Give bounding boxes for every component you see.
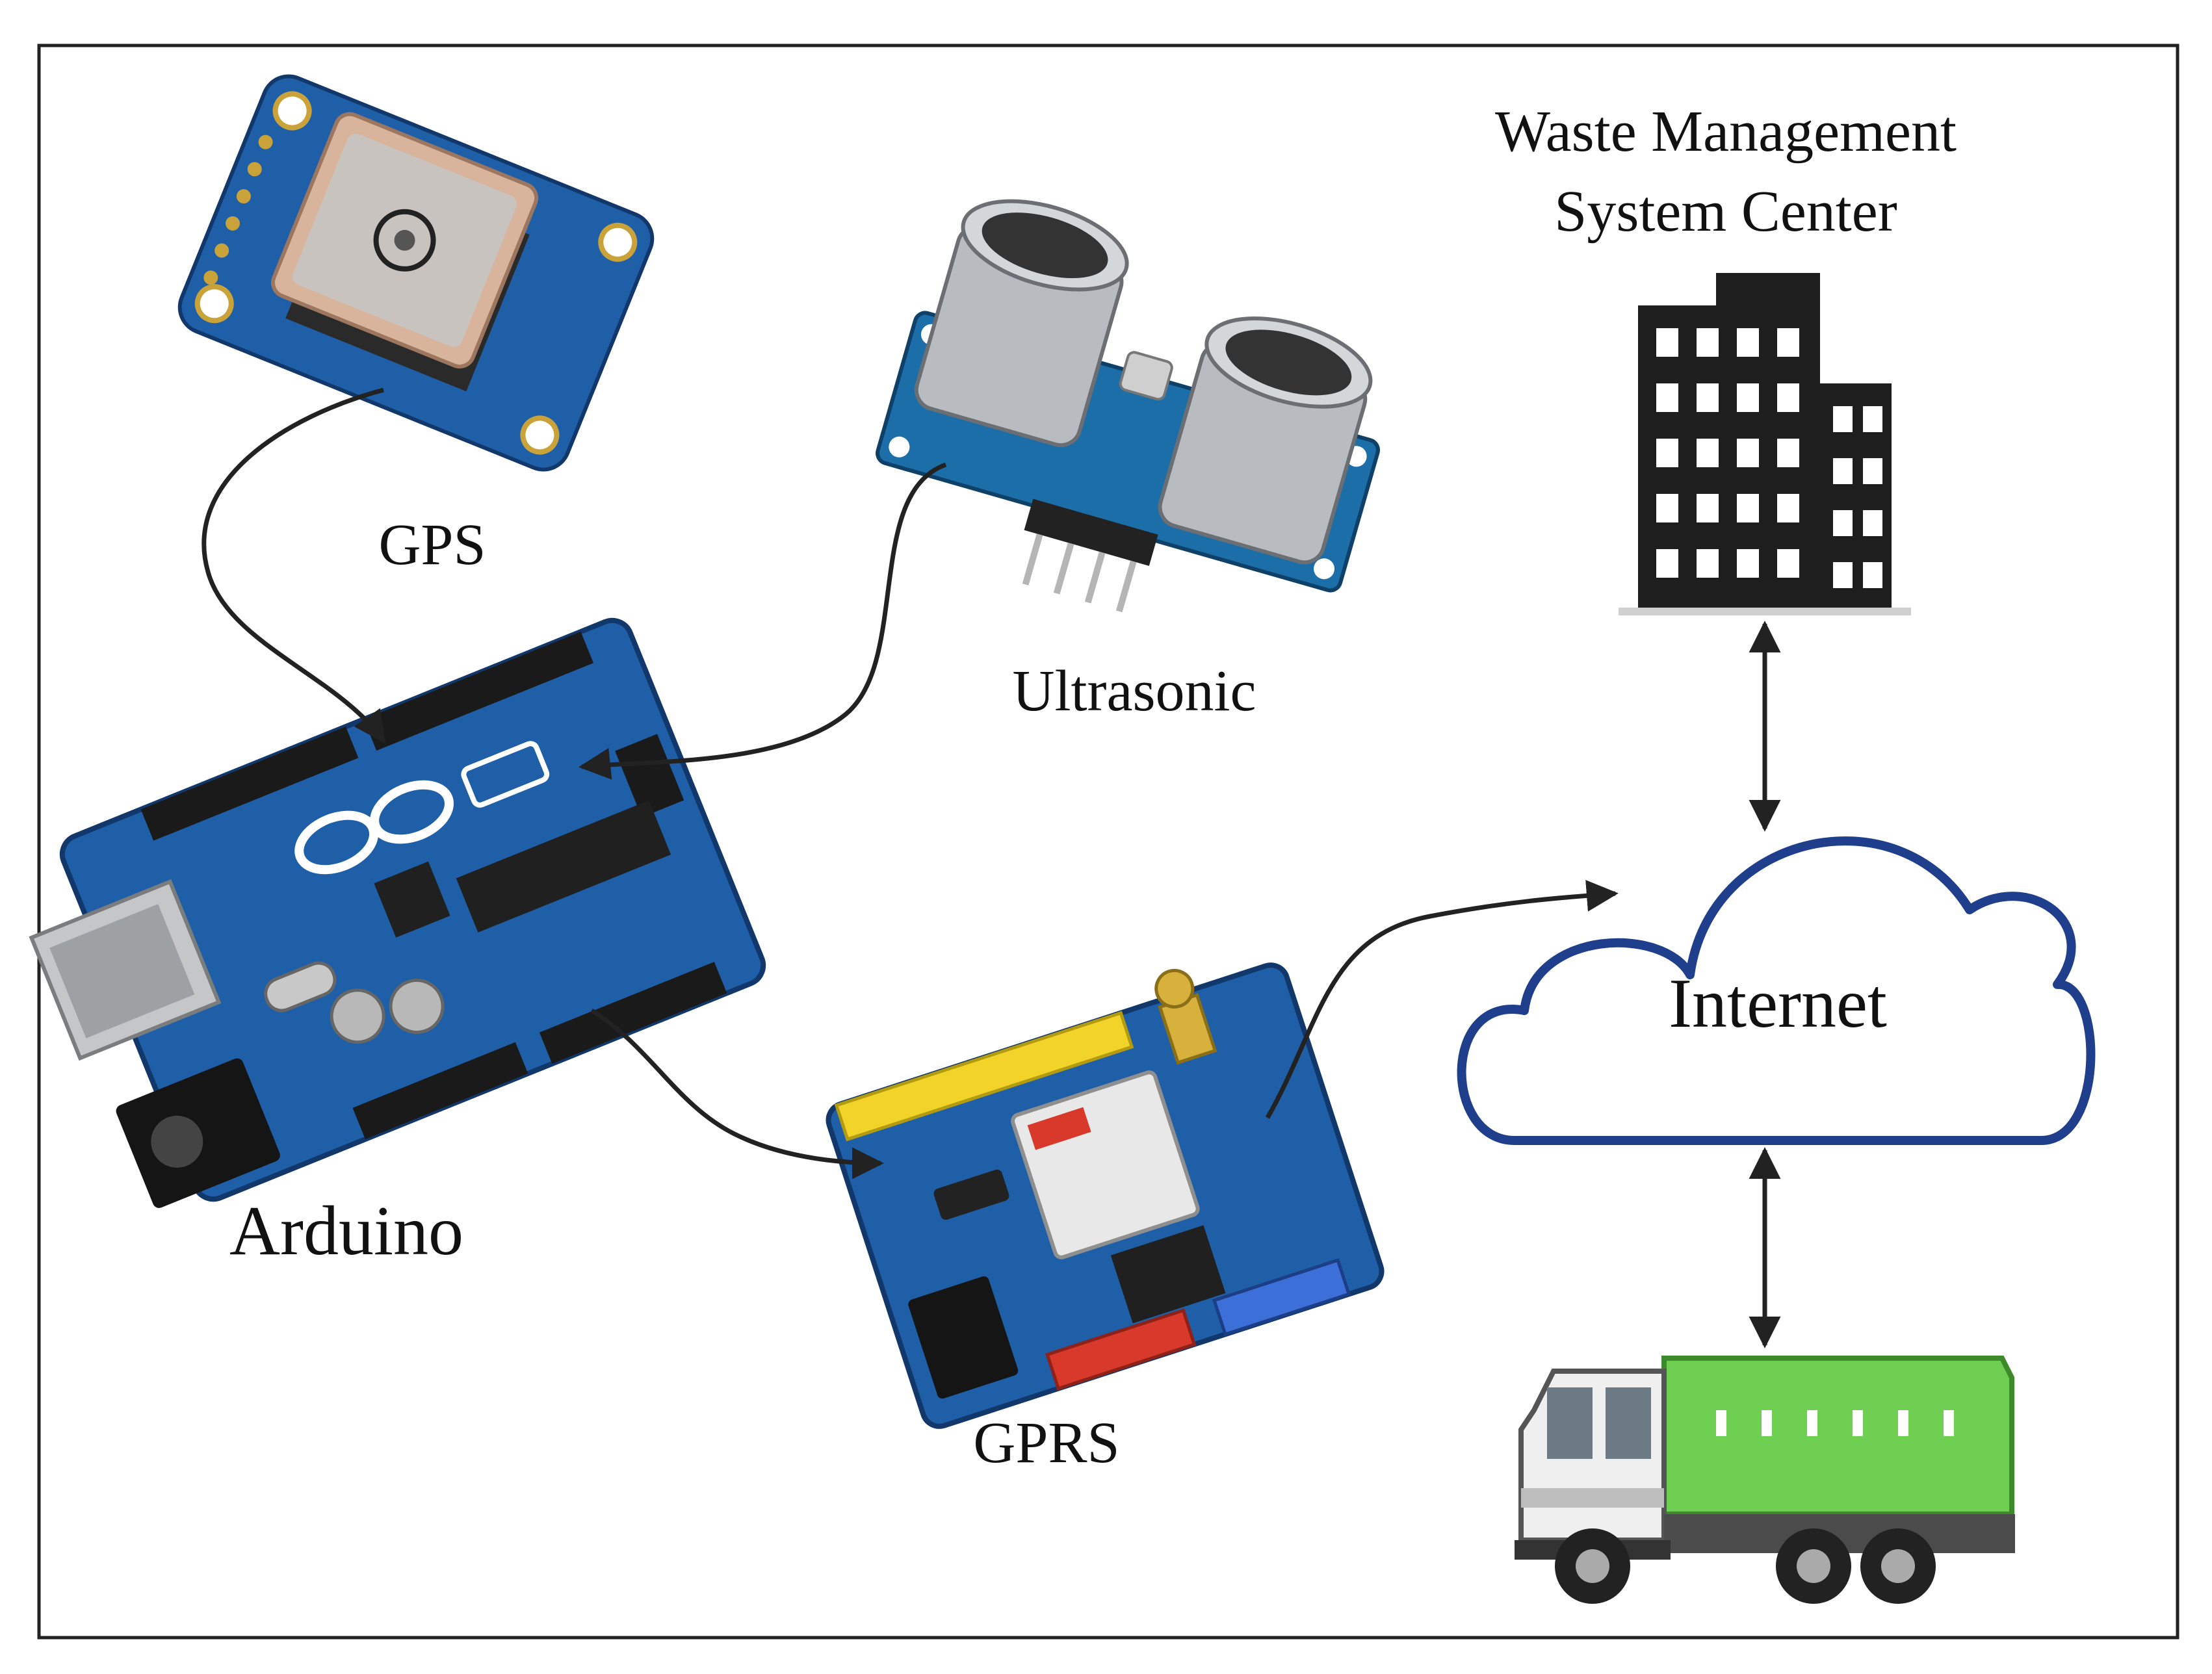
- arduino-label: Arduino: [229, 1192, 463, 1270]
- gps-label: GPS: [378, 513, 486, 577]
- office-building-icon: [1619, 273, 1911, 615]
- cloud-icon: [1457, 836, 2096, 1145]
- ultrasonic-label: Ultrasonic: [1013, 659, 1256, 723]
- ultrasonic-to-arduino-arrow: [579, 462, 947, 780]
- arduino-to-gprs-arrow: [590, 1009, 884, 1179]
- garbage-truck-icon: [1515, 1356, 2015, 1604]
- center-title-line2: System Center: [1554, 179, 1897, 244]
- center-title-line1: Waste Management: [1495, 99, 1957, 164]
- gprs-to-internet-arrow: [1265, 879, 1619, 1119]
- internet-label: Internet: [1669, 965, 1887, 1042]
- gprs-label: GPRS: [973, 1411, 1119, 1475]
- gprs-shield-icon: [826, 962, 1385, 1429]
- gps-to-arduino-arrow: [202, 387, 385, 744]
- ultrasonic-sensor-icon: [876, 199, 1380, 613]
- gps-module-icon: [177, 74, 655, 472]
